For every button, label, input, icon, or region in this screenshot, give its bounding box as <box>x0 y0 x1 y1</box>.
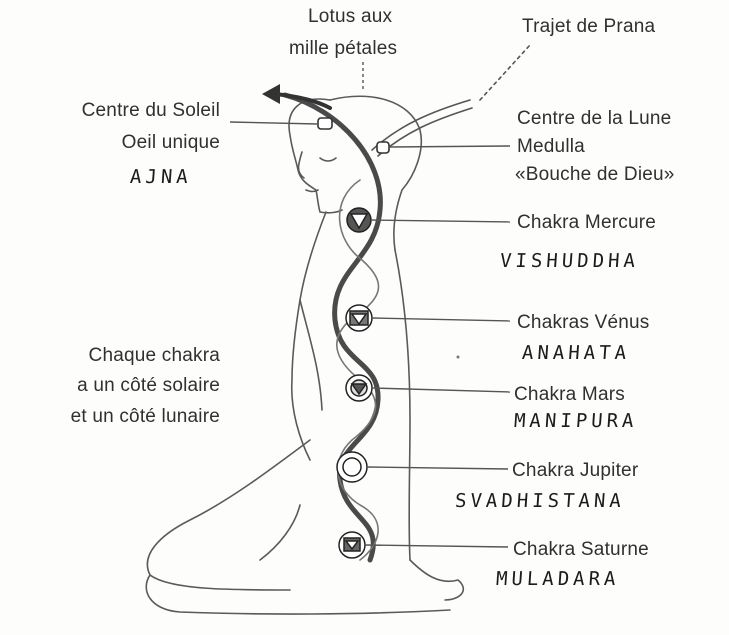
label-oeil-unique: Oeil unique <box>122 132 220 154</box>
label-chakra-jupiter: Chakra Jupiter <box>512 460 638 482</box>
label-chakras-venus: Chakras Vénus <box>517 312 650 334</box>
handwritten-manipura: MANIPURA <box>513 410 638 432</box>
shin <box>146 575 450 614</box>
handwritten-vishuddha: VISHUDDHA <box>499 250 639 272</box>
handwritten-muladara: MULADARA <box>495 568 620 590</box>
label-centre-lune: Centre de la Lune <box>517 108 671 130</box>
leader-lune <box>389 146 510 147</box>
prana-dashed <box>480 45 530 100</box>
label-centre-soleil: Centre du Soleil <box>82 100 220 122</box>
leader-venus <box>372 318 510 321</box>
label-chakra-mercure: Chakra Mercure <box>517 212 656 234</box>
chakra-muladara-symbol <box>339 532 365 558</box>
label-medulla: Medulla <box>517 136 585 158</box>
foot <box>410 560 463 600</box>
label-bouche-de-dieu: «Bouche de Dieu» <box>515 164 675 186</box>
label-trajet-prana: Trajet de Prana <box>522 16 655 38</box>
label-chaque-chakra-line1: Chaque chakra <box>89 345 220 367</box>
label-lotus-line2: mille pétales <box>289 38 397 60</box>
moon-centre-node <box>377 142 389 153</box>
thigh <box>147 440 310 590</box>
sun-centre-node <box>318 118 332 129</box>
handwritten-svadhistana: SVADHISTANA <box>454 490 625 512</box>
label-chakra-mars: Chakra Mars <box>514 384 625 406</box>
eye-closed <box>320 158 336 161</box>
label-lotus-line1: Lotus aux <box>308 6 392 28</box>
handwritten-ajna: AJNA <box>129 166 192 188</box>
leader-mars <box>372 388 510 392</box>
label-chakra-saturne: Chakra Saturne <box>513 539 649 561</box>
chakra-anahata-symbol <box>346 305 372 331</box>
leader-mercure <box>371 220 510 222</box>
chakra-manipura-symbol <box>346 375 372 401</box>
label-chaque-chakra-line3: et un côté lunaire <box>71 406 220 428</box>
leader-soleil <box>230 122 318 124</box>
head-outline <box>289 99 342 213</box>
prana-path-inner <box>378 108 472 156</box>
chakra-svadhistana-symbol <box>337 452 367 482</box>
arm <box>300 300 322 410</box>
back-outline <box>395 250 410 560</box>
mouth <box>306 190 318 192</box>
leader-saturne <box>365 545 508 547</box>
crown-arrowhead <box>262 84 280 104</box>
knee-fold <box>260 505 300 560</box>
label-chaque-chakra-line2: a un côté solaire <box>77 375 220 397</box>
handwritten-anahata: ANAHATA <box>521 342 631 364</box>
speck <box>457 356 460 359</box>
leader-jupiter <box>367 467 508 469</box>
chakra-vishuddha-symbol <box>347 208 371 232</box>
